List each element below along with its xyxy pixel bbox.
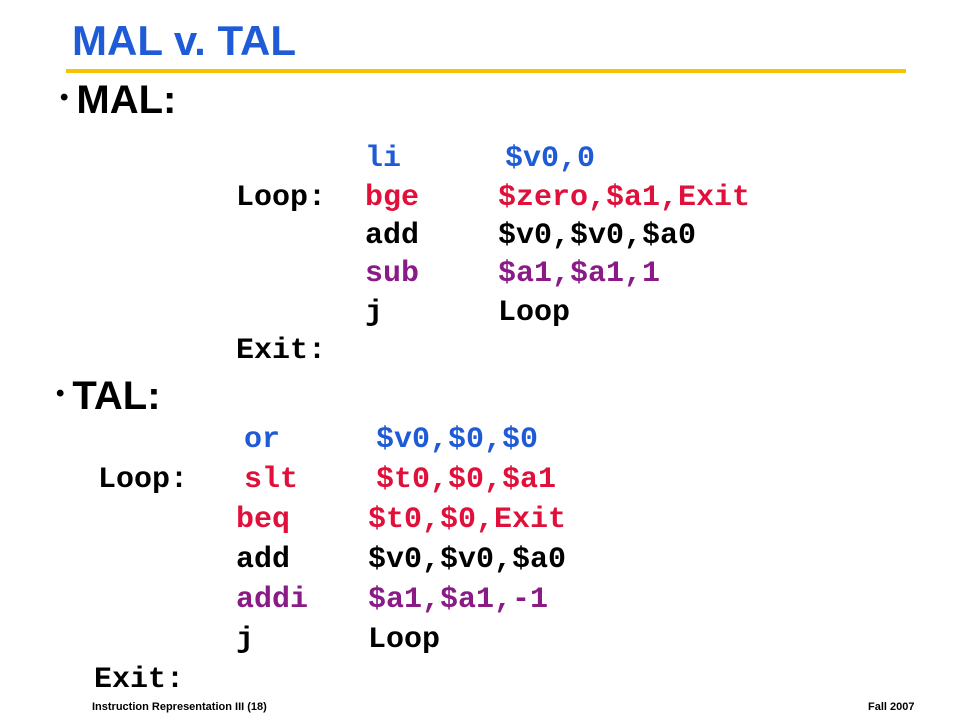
tal-line-7-label: Exit:	[94, 663, 185, 697]
tal-line-4-args: $v0,$v0,$a0	[368, 543, 567, 577]
footer-right: Fall 2007	[868, 701, 915, 713]
mal-line-2-label: Loop:	[236, 181, 327, 215]
tal-line-3-args: $t0,$0,Exit	[368, 503, 567, 537]
mal-heading: MAL:	[76, 78, 177, 122]
tal-line-3-op: beq	[236, 503, 291, 537]
mal-line-3-args: $v0,$v0,$a0	[498, 219, 697, 253]
mal-line-5-op: j	[365, 296, 384, 330]
mal-line-6-label: Exit:	[236, 334, 327, 368]
tal-line-4-op: add	[236, 543, 291, 577]
tal-line-1-args: $v0,$0,$0	[376, 423, 539, 457]
mal-line-2-op: bge	[365, 181, 420, 215]
tal-line-6-args: Loop	[368, 623, 441, 657]
mal-line-4-op: sub	[365, 257, 420, 291]
tal-line-1-op: or	[244, 423, 281, 457]
tal-line-2-op: slt	[244, 463, 299, 497]
mal-line-5-args: Loop	[498, 296, 571, 330]
tal-line-2-label: Loop:	[98, 463, 189, 497]
tal-heading: TAL:	[72, 374, 161, 418]
bullet-dot-icon: •	[56, 380, 65, 408]
tal-line-6-op: j	[236, 623, 255, 657]
mal-line-1-op: li	[365, 142, 402, 176]
title-underline	[66, 69, 906, 73]
footer-left: Instruction Representation III (18)	[92, 701, 267, 713]
tal-line-5-args: $a1,$a1,-1	[368, 583, 549, 617]
bullet-dot-icon: •	[60, 84, 69, 112]
mal-line-4-args: $a1,$a1,1	[498, 257, 661, 291]
slide-title: MAL v. TAL	[72, 17, 296, 64]
tal-line-2-args: $t0,$0,$a1	[376, 463, 557, 497]
mal-line-2-args: $zero,$a1,Exit	[498, 181, 751, 215]
tal-line-5-op: addi	[236, 583, 309, 617]
mal-bullet: •MAL:	[60, 80, 176, 120]
mal-line-3-op: add	[365, 219, 420, 253]
tal-bullet: •TAL:	[56, 376, 161, 416]
mal-line-1-args: $v0,0	[505, 142, 596, 176]
